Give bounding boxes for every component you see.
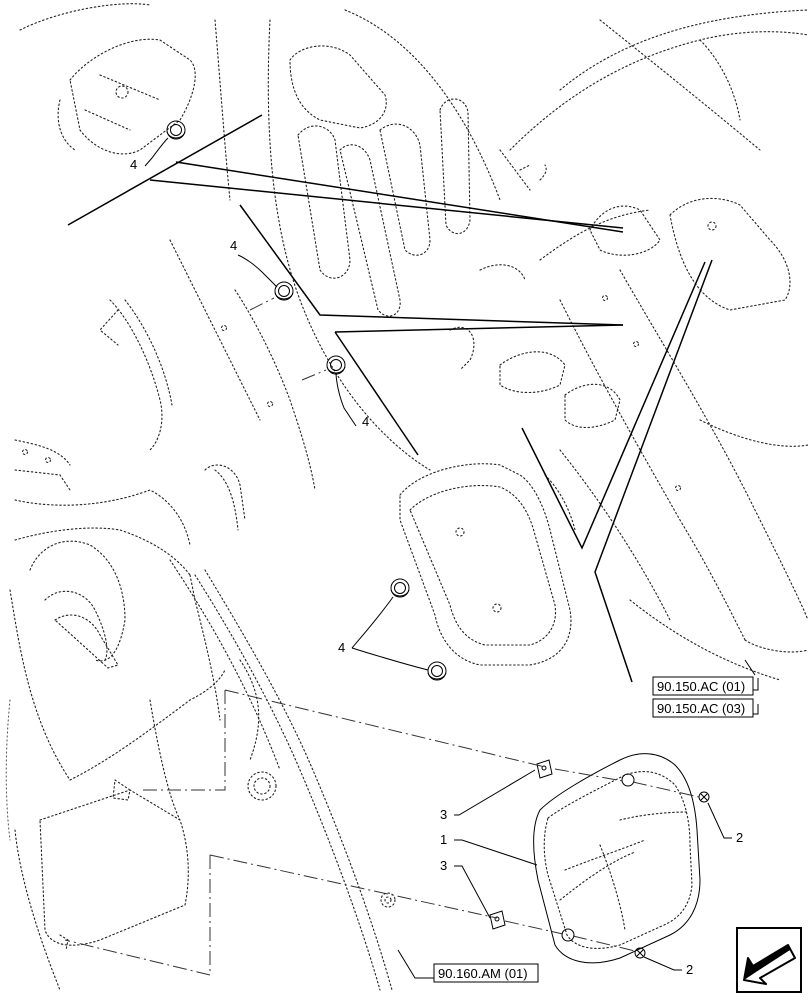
reference-link[interactable]: 90.160.AM (01): [433, 963, 539, 983]
callout-4: 4: [362, 414, 369, 429]
reference-link[interactable]: 90.150.AC (03): [652, 698, 754, 718]
screw-icon: [698, 791, 710, 803]
callout-labels: 4 4 4 4 3 1 3 2 2: [130, 157, 743, 977]
leader-wedge-middle: [239, 204, 624, 326]
callout-4: 4: [230, 238, 237, 253]
leader-lines: [67, 114, 713, 683]
clip-icon: [536, 759, 553, 779]
callout-leaders: [144, 137, 759, 979]
nut-icon: [390, 578, 410, 598]
cover-plate: [533, 753, 701, 964]
callout-3: 3: [440, 807, 447, 822]
reference-label: 90.160.AM (01): [438, 966, 528, 981]
reference-label: 90.150.AC (01): [657, 679, 745, 694]
callout-1: 1: [440, 832, 447, 847]
callout-4: 4: [338, 640, 345, 655]
nut-icon: [326, 355, 346, 375]
leader-wedge-top: [67, 114, 263, 226]
leader-wedge-right: [521, 261, 706, 550]
nut-icon: [166, 120, 186, 140]
callout-2: 2: [736, 830, 743, 845]
nut-icon: [427, 661, 447, 681]
screw-icon: [634, 947, 646, 959]
background-context: [5, 3, 808, 991]
fasteners: [166, 120, 447, 681]
callout-4: 4: [130, 157, 137, 172]
cover-plate-assembly: [64, 689, 710, 976]
reference-link[interactable]: 90.150.AC (01): [652, 676, 754, 696]
clip-icon: [489, 910, 506, 930]
reference-boxes[interactable]: 90.150.AC (01) 90.150.AC (03) 90.160.AM …: [433, 676, 754, 983]
reference-label: 90.150.AC (03): [657, 701, 745, 716]
callout-3: 3: [440, 858, 447, 873]
nut-icon: [274, 281, 294, 301]
arrow-down-left-icon[interactable]: [736, 927, 802, 993]
callout-2: 2: [686, 962, 693, 977]
